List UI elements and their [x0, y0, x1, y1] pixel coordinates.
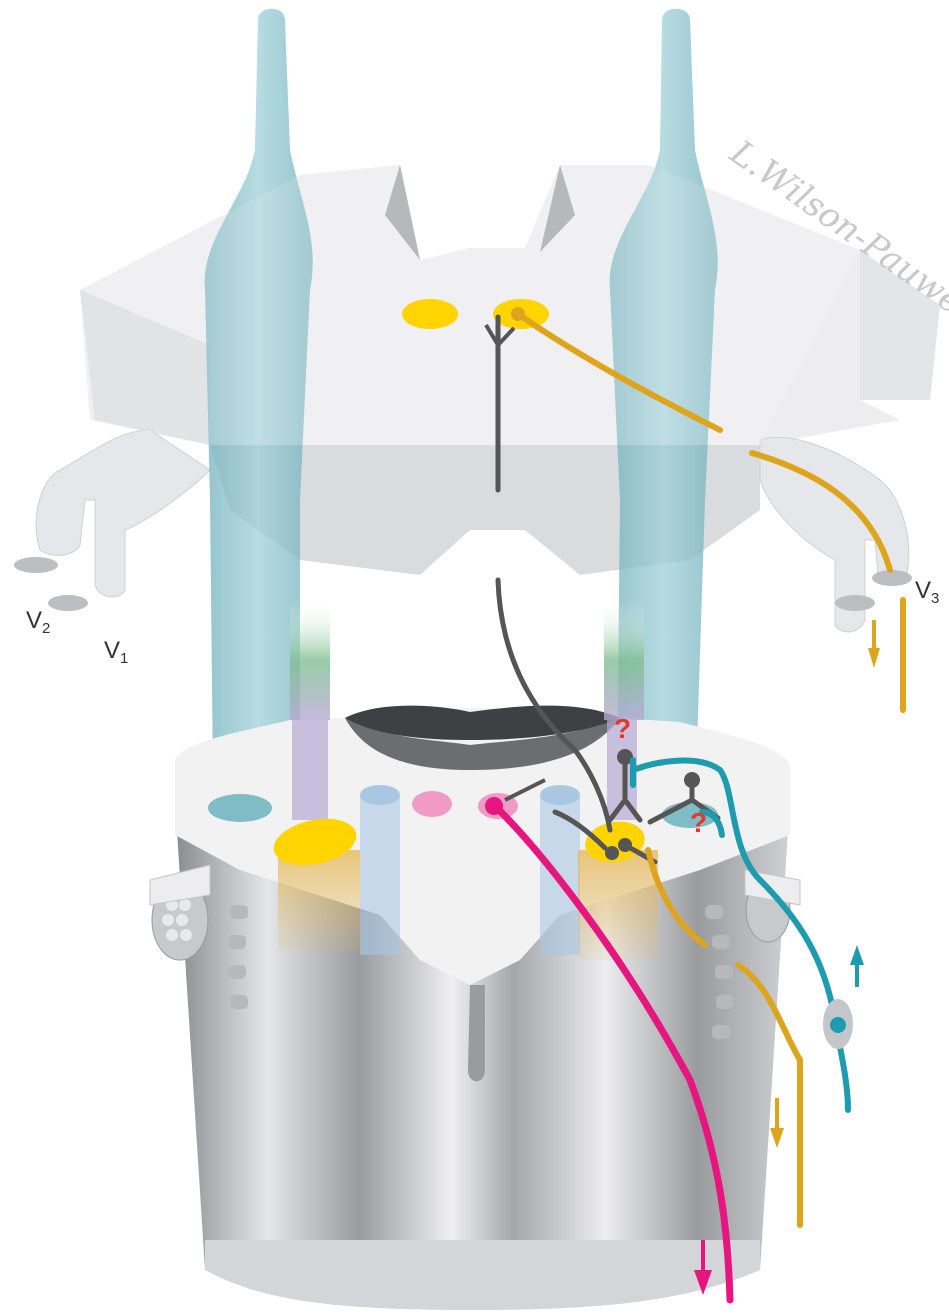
question-mark-1: ? [614, 713, 631, 744]
svg-text:V3: V3 [915, 577, 939, 607]
left-root-stumps [14, 430, 210, 611]
question-mark-2: ? [690, 807, 707, 838]
left-trigeminal-nucleus-upper [402, 299, 458, 329]
label-v2: V2 [26, 607, 50, 637]
left-pink-tract [412, 791, 452, 817]
gold-arrow-lower [770, 1128, 784, 1148]
label-v1: V1 [104, 637, 128, 667]
gold-arrow-v3 [868, 648, 880, 668]
teal-arrow [850, 945, 864, 965]
svg-text:V1: V1 [104, 637, 128, 667]
label-v3: V3 [915, 577, 939, 607]
svg-text:V2: V2 [26, 607, 50, 637]
